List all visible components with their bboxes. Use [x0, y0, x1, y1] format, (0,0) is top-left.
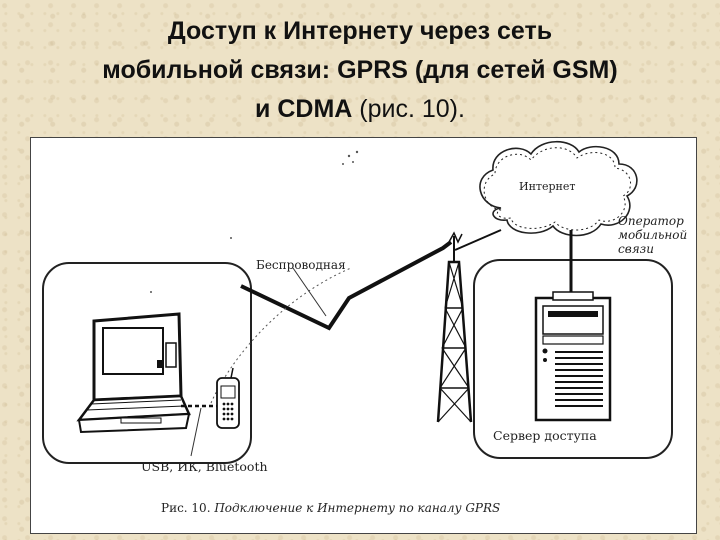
client-panel — [42, 262, 252, 464]
connection-label-pointer — [190, 407, 202, 457]
network-diagram-figure: Интернет Беспроводная Оператор мобильной… — [30, 137, 697, 534]
server-label: Сервер доступа — [493, 428, 597, 443]
operator-label-line-2: мобильной — [618, 228, 688, 242]
tower-cloud-link — [454, 229, 502, 251]
wireless-label-pointer — [292, 267, 327, 317]
operator-label-line-3: связи — [618, 242, 654, 256]
slide-title: Доступ к Интернету через сеть мобильной … — [0, 12, 720, 129]
server-icon — [534, 291, 612, 422]
wireless-dotted-line — [210, 267, 352, 404]
antenna-tower-icon — [436, 231, 473, 423]
lightning-icon — [240, 240, 453, 331]
diagram-canvas — [42, 141, 673, 464]
operator-label: Оператор мобильной связи — [618, 214, 687, 256]
internet-label: Интернет — [519, 180, 576, 193]
wireless-label: Беспроводная — [256, 258, 346, 272]
figure-caption: Рис. 10. Подключение к Интернету по кана… — [161, 501, 500, 515]
operator-label-line-1: Оператор — [618, 214, 684, 228]
scatter-dots — [150, 150, 359, 293]
connection-label: USB, ИК, Bluetooth — [141, 459, 268, 474]
caption-prefix: Рис. 10. — [161, 501, 211, 515]
title-figure-ref: (рис. 10). — [352, 95, 465, 123]
laptop-icon — [76, 312, 191, 434]
mobile-phone-icon — [216, 367, 240, 429]
title-line-1: Доступ к Интернету через сеть — [167, 17, 553, 45]
title-cdma: и CDMA — [255, 95, 353, 123]
server-panel — [473, 259, 673, 459]
caption-text: Подключение к Интернету по каналу GPRS — [210, 501, 501, 515]
title-line-3: и CDMA (рис. 10). — [0, 90, 720, 129]
title-line-2: мобильной связи: GPRS (для сетей GSM) — [102, 56, 618, 84]
cloud-icon — [479, 141, 638, 237]
